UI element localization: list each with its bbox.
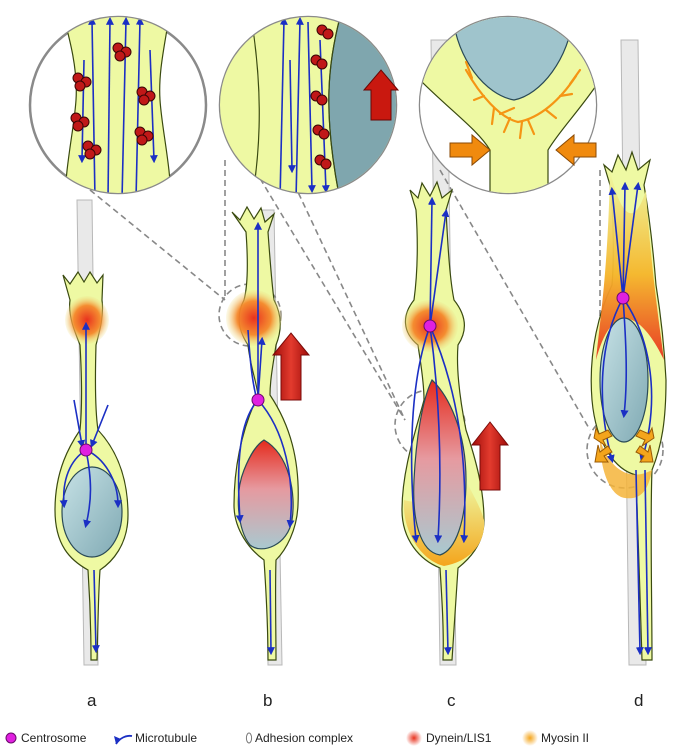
myosin-blob-icon bbox=[522, 730, 538, 746]
zoom-connectors bbox=[90, 160, 663, 488]
cell-b bbox=[226, 207, 309, 660]
panel-label-a: a bbox=[87, 691, 97, 710]
zoom-lens-nucleus bbox=[220, 10, 400, 200]
red-arrow-b bbox=[273, 333, 309, 400]
legend-label-dynein: Dynein/LIS1 bbox=[426, 731, 492, 745]
cell-c bbox=[402, 182, 508, 660]
centrosome-dot-icon bbox=[6, 733, 16, 743]
legend-label-myosin: Myosin II bbox=[541, 731, 589, 745]
legend: Centrosome Microtubule Adhesion complex … bbox=[6, 730, 589, 746]
panel-label-d: d bbox=[634, 691, 643, 710]
legend-label-microtubule: Microtubule bbox=[135, 731, 197, 745]
panel-label-c: c bbox=[447, 691, 456, 710]
dynein-blob-icon bbox=[406, 730, 422, 746]
panel-label-b: b bbox=[263, 691, 272, 710]
adhesion-complex-icon bbox=[246, 733, 251, 743]
zoom-lens-adhesion bbox=[30, 10, 206, 210]
legend-label-adhesion: Adhesion complex bbox=[255, 731, 353, 745]
cell-a bbox=[55, 272, 128, 660]
legend-label-centrosome: Centrosome bbox=[21, 731, 87, 745]
